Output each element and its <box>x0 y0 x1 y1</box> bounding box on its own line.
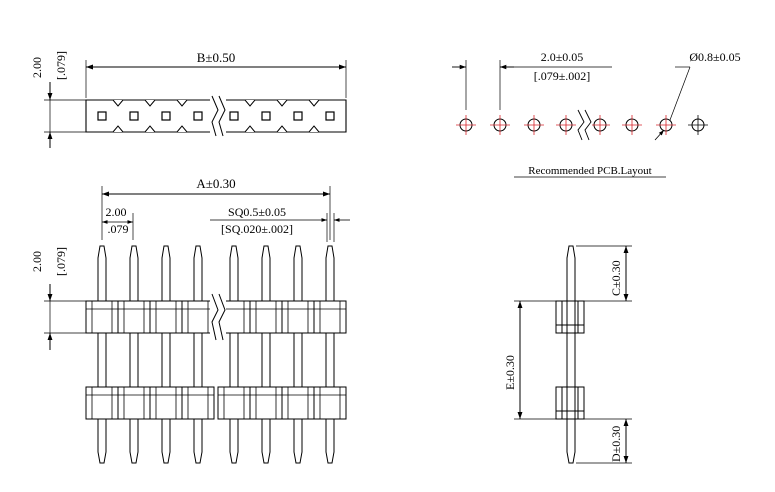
pitch-height-inch-label: [.079] <box>54 51 68 80</box>
housing-cell <box>313 386 347 420</box>
housing-cell <box>249 300 283 334</box>
break-symbol <box>576 109 592 141</box>
strip-notch <box>244 125 256 133</box>
housing-cell <box>149 386 183 420</box>
front-pin <box>97 245 107 464</box>
front-pin <box>261 245 271 464</box>
front-pin <box>129 245 139 464</box>
strip-notch <box>112 125 124 133</box>
strip-notch <box>144 125 156 133</box>
hole-diameter-label: Ø0.8±0.05 <box>689 50 740 64</box>
strip-notch <box>244 99 256 107</box>
header-strip-outline <box>85 99 347 133</box>
strip-pin-square <box>193 111 203 121</box>
strip-pin-square <box>97 111 107 121</box>
strip-pin-square <box>261 111 271 121</box>
hole-leader-arrow <box>654 129 665 141</box>
strip-pin-square <box>229 111 239 121</box>
span-label: A±0.30 <box>196 176 235 191</box>
strip-pins <box>97 111 335 121</box>
side-housing-upper <box>555 300 585 334</box>
front-pin <box>325 245 335 464</box>
housing-cell <box>181 300 215 334</box>
strip-notch <box>308 99 320 107</box>
pin-size-label: SQ0.5±0.05 <box>228 205 286 219</box>
pitch-height-label: 2.00 <box>30 57 44 78</box>
strip-notch <box>112 99 124 107</box>
strip-notch <box>176 99 188 107</box>
break-symbol <box>210 95 226 137</box>
side-view <box>514 245 632 464</box>
housing-cell <box>217 386 251 420</box>
hole-leader <box>669 66 691 121</box>
top-view <box>44 60 347 148</box>
pcb-layout <box>452 60 708 178</box>
housing-cell <box>249 386 283 420</box>
housing-cell <box>117 300 151 334</box>
pcb-pitch-label: 2.0±0.05 <box>541 50 584 64</box>
pcb-holes <box>456 115 708 135</box>
front-pitch-inch-label: .079 <box>108 222 129 236</box>
break-symbol <box>210 292 226 342</box>
pin-size-inch-label: [SQ.020±.002] <box>221 222 293 236</box>
front-pin <box>229 245 239 464</box>
front-pin <box>161 245 171 464</box>
front-pin <box>193 245 203 464</box>
front-pin <box>293 245 303 464</box>
front-view <box>44 186 350 464</box>
side-housing-lower <box>555 386 585 420</box>
front-pins <box>97 245 335 464</box>
strip-pin-square <box>161 111 171 121</box>
strip-notch <box>276 125 288 133</box>
front-pitch-label: 2.00 <box>106 205 127 219</box>
housing-cell <box>281 386 315 420</box>
e-label: E±0.30 <box>503 355 517 390</box>
housing-cell <box>281 300 315 334</box>
housing-cell <box>117 386 151 420</box>
housing-cell <box>149 300 183 334</box>
housing-cell <box>85 386 119 420</box>
side-pin <box>566 245 576 464</box>
strip-pin-square <box>293 111 303 121</box>
strip-notches <box>112 99 320 133</box>
strip-pin-square <box>325 111 335 121</box>
length-label: B±0.50 <box>197 50 236 65</box>
pcb-pitch-inch-label: [.079±.002] <box>534 69 591 83</box>
housing-cell <box>181 386 215 420</box>
strip-notch <box>144 99 156 107</box>
front-height-inch-label: [.079] <box>54 247 68 276</box>
c-label: C±0.30 <box>609 260 623 296</box>
strip-notch <box>308 125 320 133</box>
strip-pin-square <box>129 111 139 121</box>
housing-cell <box>313 300 347 334</box>
pcb-caption: Recommended PCB.Layout <box>528 165 651 177</box>
strip-notch <box>276 99 288 107</box>
d-label: D±0.30 <box>609 426 623 462</box>
front-height-label: 2.00 <box>30 251 44 272</box>
housing-cell <box>85 300 119 334</box>
strip-notch <box>176 125 188 133</box>
